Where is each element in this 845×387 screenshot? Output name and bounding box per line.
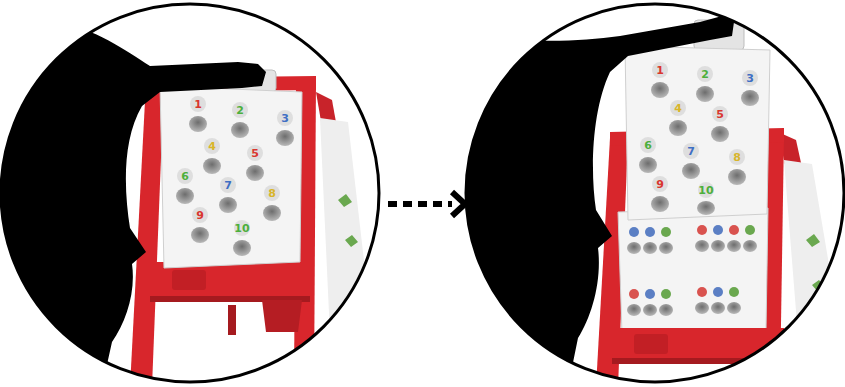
callout-number: 1	[656, 65, 664, 76]
callout-number: 6	[644, 140, 652, 151]
callout-number: 2	[236, 105, 244, 116]
holes	[176, 116, 294, 256]
lower-board	[618, 208, 768, 334]
logo-emboss	[172, 270, 206, 290]
callout-number: 3	[281, 113, 289, 124]
scene-frame	[466, 4, 844, 382]
person-silhouette	[465, 16, 734, 387]
callout-number: 3	[746, 73, 754, 84]
callout-number: 5	[251, 148, 259, 159]
right-scene	[465, 0, 845, 387]
back-board	[320, 118, 372, 335]
back-board	[784, 160, 840, 336]
callout-number: 9	[196, 210, 204, 221]
left-scene	[0, 0, 380, 387]
logo-emboss	[634, 334, 668, 354]
callout-number: 10	[698, 185, 713, 196]
number-discs	[177, 96, 293, 236]
back-frame	[778, 132, 842, 356]
callout-number: 8	[733, 152, 741, 163]
holes	[639, 82, 759, 215]
callout-number: 4	[208, 141, 216, 152]
board	[625, 46, 770, 220]
board	[160, 86, 302, 268]
callout-number: 6	[181, 171, 189, 182]
callout-number: 7	[687, 146, 695, 157]
callout-number: 9	[656, 179, 664, 190]
callout-number: 4	[674, 103, 682, 114]
easel-leg	[130, 82, 164, 387]
dotted-arrow	[388, 201, 452, 207]
tray	[262, 300, 302, 332]
lower-dots	[627, 225, 757, 316]
easel-crossbar	[612, 328, 784, 362]
callout-number: 1	[194, 99, 202, 110]
callout-number: 2	[701, 69, 709, 80]
callout-number: 10	[234, 223, 249, 234]
callout-number: 8	[268, 188, 276, 199]
number-discs	[640, 62, 758, 198]
arrow-head	[452, 192, 465, 216]
scene-frame	[1, 4, 379, 382]
callout-number: 7	[224, 180, 232, 191]
callout-number: 5	[716, 109, 724, 120]
